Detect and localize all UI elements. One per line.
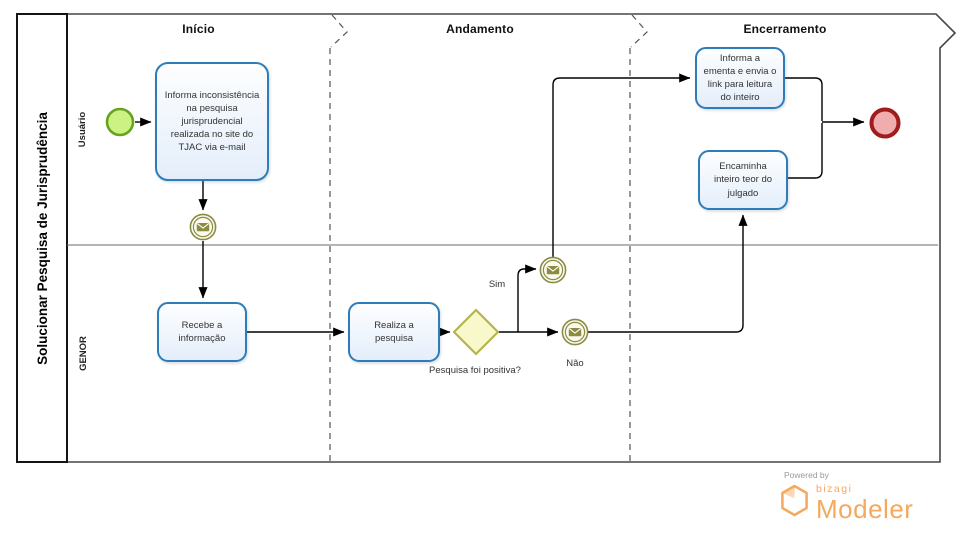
flow-gateway-sim-to-message2: [517, 264, 537, 332]
modeler-wordmark: Modeler: [816, 493, 914, 524]
phase-header-encerramento: Encerramento: [743, 22, 827, 36]
flow-message3-to-encaminha: [588, 214, 748, 333]
task-informa-ementa[interactable]: Informa a ementa e envia o link para lei…: [695, 47, 785, 109]
lane-label-genor: GENOR: [77, 336, 89, 371]
envelope-icon: [546, 266, 560, 275]
edge-label-nao: Não: [566, 358, 584, 369]
phase-header-inicio: Início: [182, 22, 215, 36]
message-event-1[interactable]: [189, 213, 217, 241]
edge-label-sim: Sim: [488, 279, 506, 290]
message-event-3[interactable]: [561, 318, 589, 346]
bizagi-cube-icon: [781, 484, 808, 517]
envelope-icon: [568, 328, 582, 337]
bizagi-wordmark: bizagi: [816, 483, 853, 495]
task-realiza-pesquisa[interactable]: Realiza a pesquisa: [348, 302, 440, 362]
bizagi-branding: Powered by bizagi Modeler: [780, 470, 940, 522]
envelope-icon: [196, 223, 210, 232]
pool-title: Solucionar Pesquisa de Jurisprudência: [34, 111, 50, 365]
start-event[interactable]: [105, 107, 135, 137]
pool-title-column: [16, 13, 68, 463]
task-recebe-informacao[interactable]: Recebe a informação: [157, 302, 247, 362]
gateway-question-label: Pesquisa foi positiva?: [429, 365, 521, 376]
powered-by-label: Powered by: [784, 470, 829, 480]
task-informa-inconsistencia[interactable]: Informa inconsistência na pesquisa juris…: [155, 62, 269, 181]
lane-label-usuario: Usuário: [77, 111, 89, 148]
flow-informa-ementa-merge: [785, 77, 823, 121]
task-encaminha-inteiro-teor[interactable]: Encaminha inteiro teor do julgado: [698, 150, 788, 210]
phase-separator-1: [329, 14, 348, 462]
message-event-2[interactable]: [539, 256, 567, 284]
flow-encaminha-merge: [788, 123, 823, 179]
phase-header-andamento: Andamento: [446, 22, 514, 36]
phase-separator-2: [629, 14, 648, 462]
end-event[interactable]: [869, 107, 901, 139]
gateway-pesquisa-positiva[interactable]: [452, 308, 500, 356]
flow-message2-to-informa-ementa: [552, 73, 691, 257]
